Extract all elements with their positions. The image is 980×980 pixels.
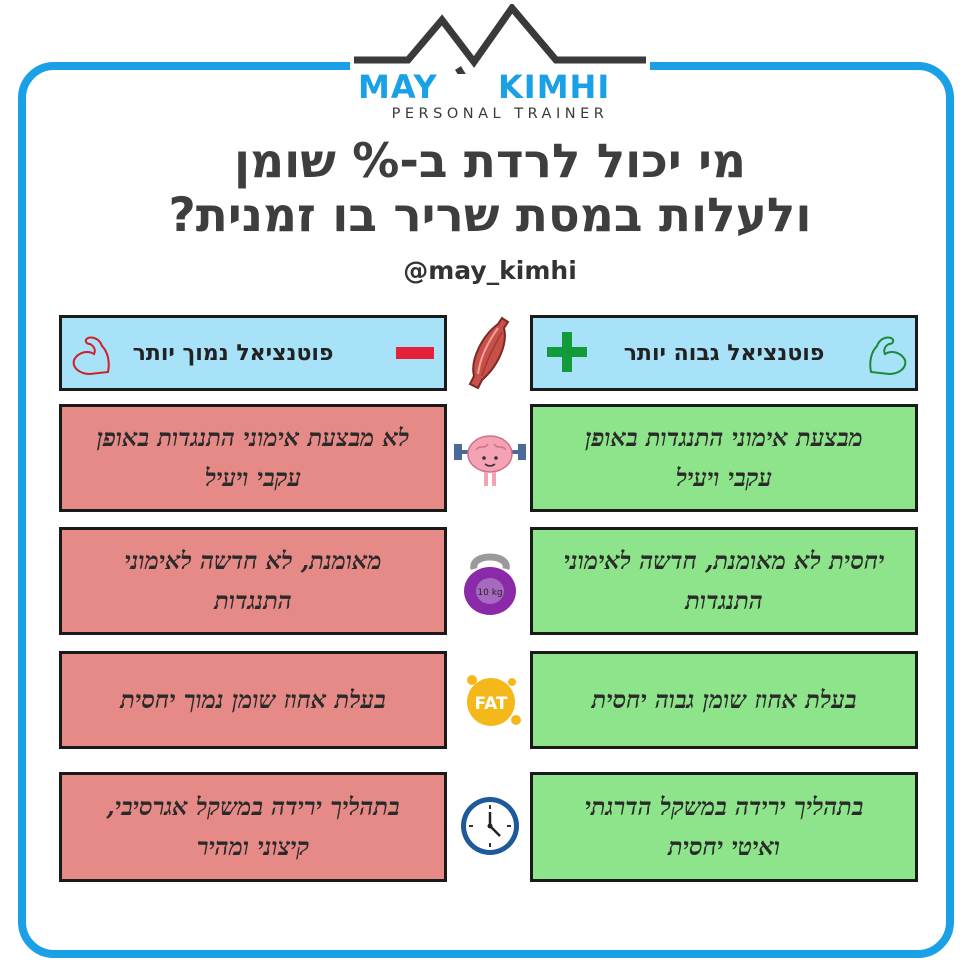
- headline-line-2: ולעלות במסת שריר בו זמנית?: [168, 188, 812, 243]
- high-row-1-text: מבצעת אימוני התנגדות באופן עקבי ויעיל: [585, 423, 863, 492]
- high-row-3: בעלת אחוז שומן גבוה יחסית: [530, 651, 918, 749]
- high-row-3-text: בעלת אחוז שומן גבוה יחסית: [591, 685, 857, 714]
- high-row-4: בתהליך ירידה במשקל הדרגתי ואיטי יחסית: [530, 772, 918, 882]
- minus-icon: [396, 347, 434, 359]
- kettlebell-label: 10 kg: [477, 588, 502, 598]
- header-high-potential: פוטנציאל גבוה יותר: [530, 315, 918, 391]
- low-row-2-text: מאומנת, לא חדשה לאימוני התנגדות: [124, 546, 382, 615]
- low-row-1: לא מבצעת אימוני התנגדות באופן עקבי ויעיל: [59, 404, 447, 512]
- brand-name-right: KIMHI: [498, 68, 611, 106]
- flexed-arm-red-icon: [72, 336, 110, 376]
- low-row-4: בתהליך ירידה במשקל אגרסיבי, קיצוני ומהיר: [59, 772, 447, 882]
- brand-logo: MAY KIMHI PERSONAL TRAINER: [350, 4, 650, 129]
- high-row-1: מבצעת אימוני התנגדות באופן עקבי ויעיל: [530, 404, 918, 512]
- low-row-3-text: בעלת אחוז שומן נמוך יחסית: [120, 685, 386, 714]
- plus-icon: [547, 332, 587, 372]
- header-high-label: פוטנציאל גבוה יותר: [623, 340, 825, 366]
- low-row-2: מאומנת, לא חדשה לאימוני התנגדות: [59, 527, 447, 635]
- headline-line-1: מי יכול לרדת ב-% שומן: [234, 134, 746, 189]
- header-low-label: פוטנציאל נמוך יותר: [132, 340, 334, 366]
- fat-label: FAT: [474, 694, 507, 714]
- clock-icon: [461, 797, 519, 855]
- flexed-arm-green-icon: [869, 336, 907, 376]
- muscle-icon: [468, 316, 510, 390]
- low-row-1-text: לא מבצעת אימוני התנגדות באופן עקבי ויעיל: [96, 423, 410, 492]
- high-row-2: יחסית לא מאומנת, חדשה לאימוני התנגדות: [530, 527, 918, 635]
- social-handle: @may_kimhi: [403, 256, 577, 285]
- header-low-potential: פוטנציאל נמוך יותר: [59, 315, 447, 391]
- mountain-logo-icon: [354, 4, 646, 74]
- low-row-4-text: בתהליך ירידה במשקל אגרסיבי, קיצוני ומהיר: [106, 792, 400, 861]
- fat-icon: FAT: [467, 675, 521, 726]
- high-row-2-text: יחסית לא מאומנת, חדשה לאימוני התנגדות: [563, 546, 885, 615]
- brain-icon: [454, 435, 526, 486]
- brand-tagline: PERSONAL TRAINER: [391, 106, 609, 122]
- low-row-3: בעלת אחוז שומן נמוך יחסית: [59, 651, 447, 749]
- high-row-4-text: בתהליך ירידה במשקל הדרגתי ואיטי יחסית: [584, 792, 864, 861]
- kettlebell-icon: 10 kg: [464, 553, 516, 615]
- brand-name-left: MAY: [358, 68, 438, 106]
